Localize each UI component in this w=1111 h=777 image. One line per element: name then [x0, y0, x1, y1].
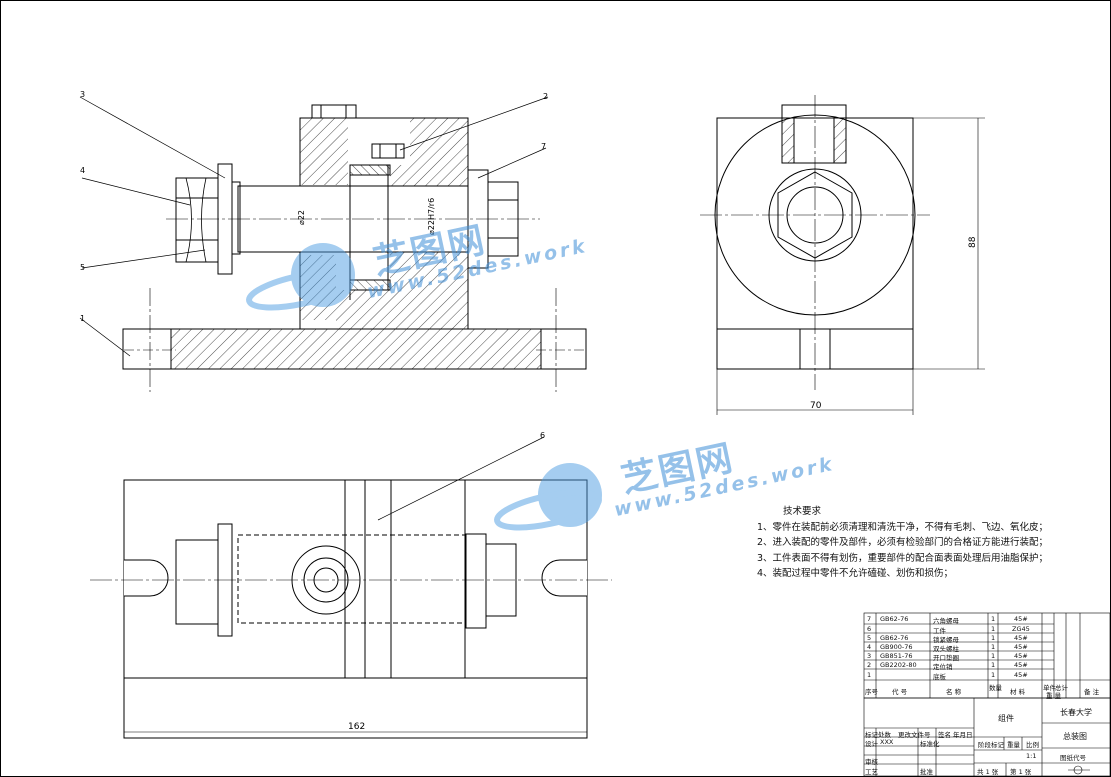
balloons: 3 2 4 5 7 1 6 [80, 90, 548, 440]
tb-std: 标准化 [920, 740, 940, 748]
bom-no: 7 [867, 615, 872, 623]
bom-no: 4 [867, 643, 872, 651]
tb-designer: XXX [880, 738, 894, 746]
bom-name: 六角螺母 [933, 617, 959, 625]
bom-header-code: 代 号 [892, 688, 908, 696]
bom-code: GB900-76 [880, 643, 913, 651]
bom-code: GB62-76 [880, 615, 909, 623]
bom-name: 锁紧螺母 [933, 636, 959, 644]
tb-process: 工艺 [865, 768, 878, 776]
watermark-logo-icon [246, 243, 602, 531]
top-view [90, 479, 612, 739]
dim-width: 70 [810, 401, 822, 411]
lock-nut [175, 177, 219, 263]
bom-qty: 1 [991, 625, 996, 633]
bom-qty: 1 [991, 671, 996, 679]
tech-title: 技术要求 [783, 506, 822, 517]
bom-qty: 1 [991, 615, 996, 623]
balloon-4: 4 [80, 166, 85, 175]
hex-nut [487, 181, 519, 257]
tb-check: 审核 [865, 758, 878, 766]
balloon-1: 1 [80, 314, 85, 323]
bom-mat: 45# [1014, 643, 1028, 651]
dim-fit-dia: ⌀22H7/r6 [427, 198, 436, 235]
dim-length: 162 [348, 722, 365, 732]
side-view [700, 95, 985, 415]
tb-design: 设计 [865, 740, 878, 748]
tb-date: 年月日 [953, 731, 973, 739]
bom-header-mat: 材 料 [1010, 688, 1026, 696]
leaders [79, 96, 549, 521]
bom-qty: 1 [991, 643, 996, 651]
tb-mark: 标记 [865, 731, 878, 739]
tb-code: 图纸代号 [1060, 754, 1086, 762]
tb-drawing: 总装图 [1063, 732, 1087, 741]
tb-school: 长春大学 [1060, 708, 1092, 717]
tb-weight: 重量 [1007, 741, 1020, 749]
bom-mat: 45# [1014, 661, 1028, 669]
tech-item: 4、装配过程中零件不允许磕碰、划伤和损伤； [757, 568, 954, 579]
tb-count: 处数 [878, 731, 891, 739]
tech-item: 3、工件表面不得有划伤，重要部件的配合面表面处理后用油脂保护； [757, 552, 1049, 564]
balloon-6: 6 [540, 431, 545, 440]
bom-code: GB2202-80 [880, 661, 917, 669]
bom-qty: 1 [991, 652, 996, 660]
bom-header-total: 总计 [1055, 684, 1068, 692]
bom-code: GB851-76 [880, 652, 913, 660]
tb-part: 组件 [998, 714, 1014, 723]
bom-no: 3 [867, 652, 872, 660]
front-section-view [122, 104, 587, 392]
bom-header-qty: 数量 [989, 684, 1002, 692]
bom-no: 1 [867, 671, 872, 679]
tb-scale: 1:1 [1026, 752, 1037, 760]
balloon-5: 5 [80, 263, 85, 272]
bom-mat: ZG45 [1012, 625, 1030, 633]
bom-qty: 1 [991, 634, 996, 642]
tb-ratio: 比例 [1026, 741, 1039, 749]
bom-name: 工件 [933, 627, 946, 635]
bom-header-remark: 备 注 [1084, 688, 1100, 696]
bom-name: 开口垫圈 [933, 654, 959, 662]
bom-mat: 45# [1014, 671, 1028, 679]
bom-mat: 45# [1014, 634, 1028, 642]
tb-sheets: 共 1 张 [977, 768, 999, 776]
bom-header-single: 单件 [1043, 684, 1056, 692]
bom-mat: 45# [1014, 652, 1028, 660]
tech-item: 1、零件在装配前必须清理和清洗干净，不得有毛刺、飞边、氧化皮； [757, 521, 1049, 533]
bom-name: 双头螺柱 [933, 645, 959, 653]
bom-code: GB62-76 [880, 634, 909, 642]
tb-sign: 签名 [938, 731, 951, 739]
title-block [863, 697, 1111, 777]
bom-table [863, 612, 1111, 699]
bom-header-no: 序号 [865, 688, 878, 696]
bom-qty: 1 [991, 661, 996, 669]
balloon-7: 7 [541, 142, 546, 151]
tb-sheet: 第 1 张 [1010, 768, 1032, 776]
bom-no: 6 [867, 625, 872, 633]
bom-no: 5 [867, 634, 872, 642]
dim-height: 88 [968, 236, 978, 248]
bom-header-name: 名 称 [946, 688, 962, 696]
tb-approve: 批准 [920, 768, 933, 776]
bom-header-weight: 重 量 [1046, 692, 1062, 700]
balloon-2: 2 [543, 92, 548, 101]
dim-bore-dia: ⌀22 [297, 210, 306, 225]
tech-requirements: 技术要求 1、零件在装配前必须清理和清洗干净，不得有毛刺、飞边、氧化皮； 2、进… [757, 504, 1048, 582]
tech-item: 2、进入装配的零件及部件，必须有检验部门的合格证方能进行装配； [757, 537, 1049, 548]
tb-file: 更改文件号 [898, 731, 931, 739]
bom-name: 定位销 [933, 663, 953, 671]
balloon-3: 3 [80, 90, 85, 99]
bom-name: 底板 [933, 673, 946, 681]
tb-stage: 阶段标记 [978, 741, 1004, 749]
bom-no: 2 [867, 661, 872, 669]
bom-mat: 45# [1014, 615, 1028, 623]
